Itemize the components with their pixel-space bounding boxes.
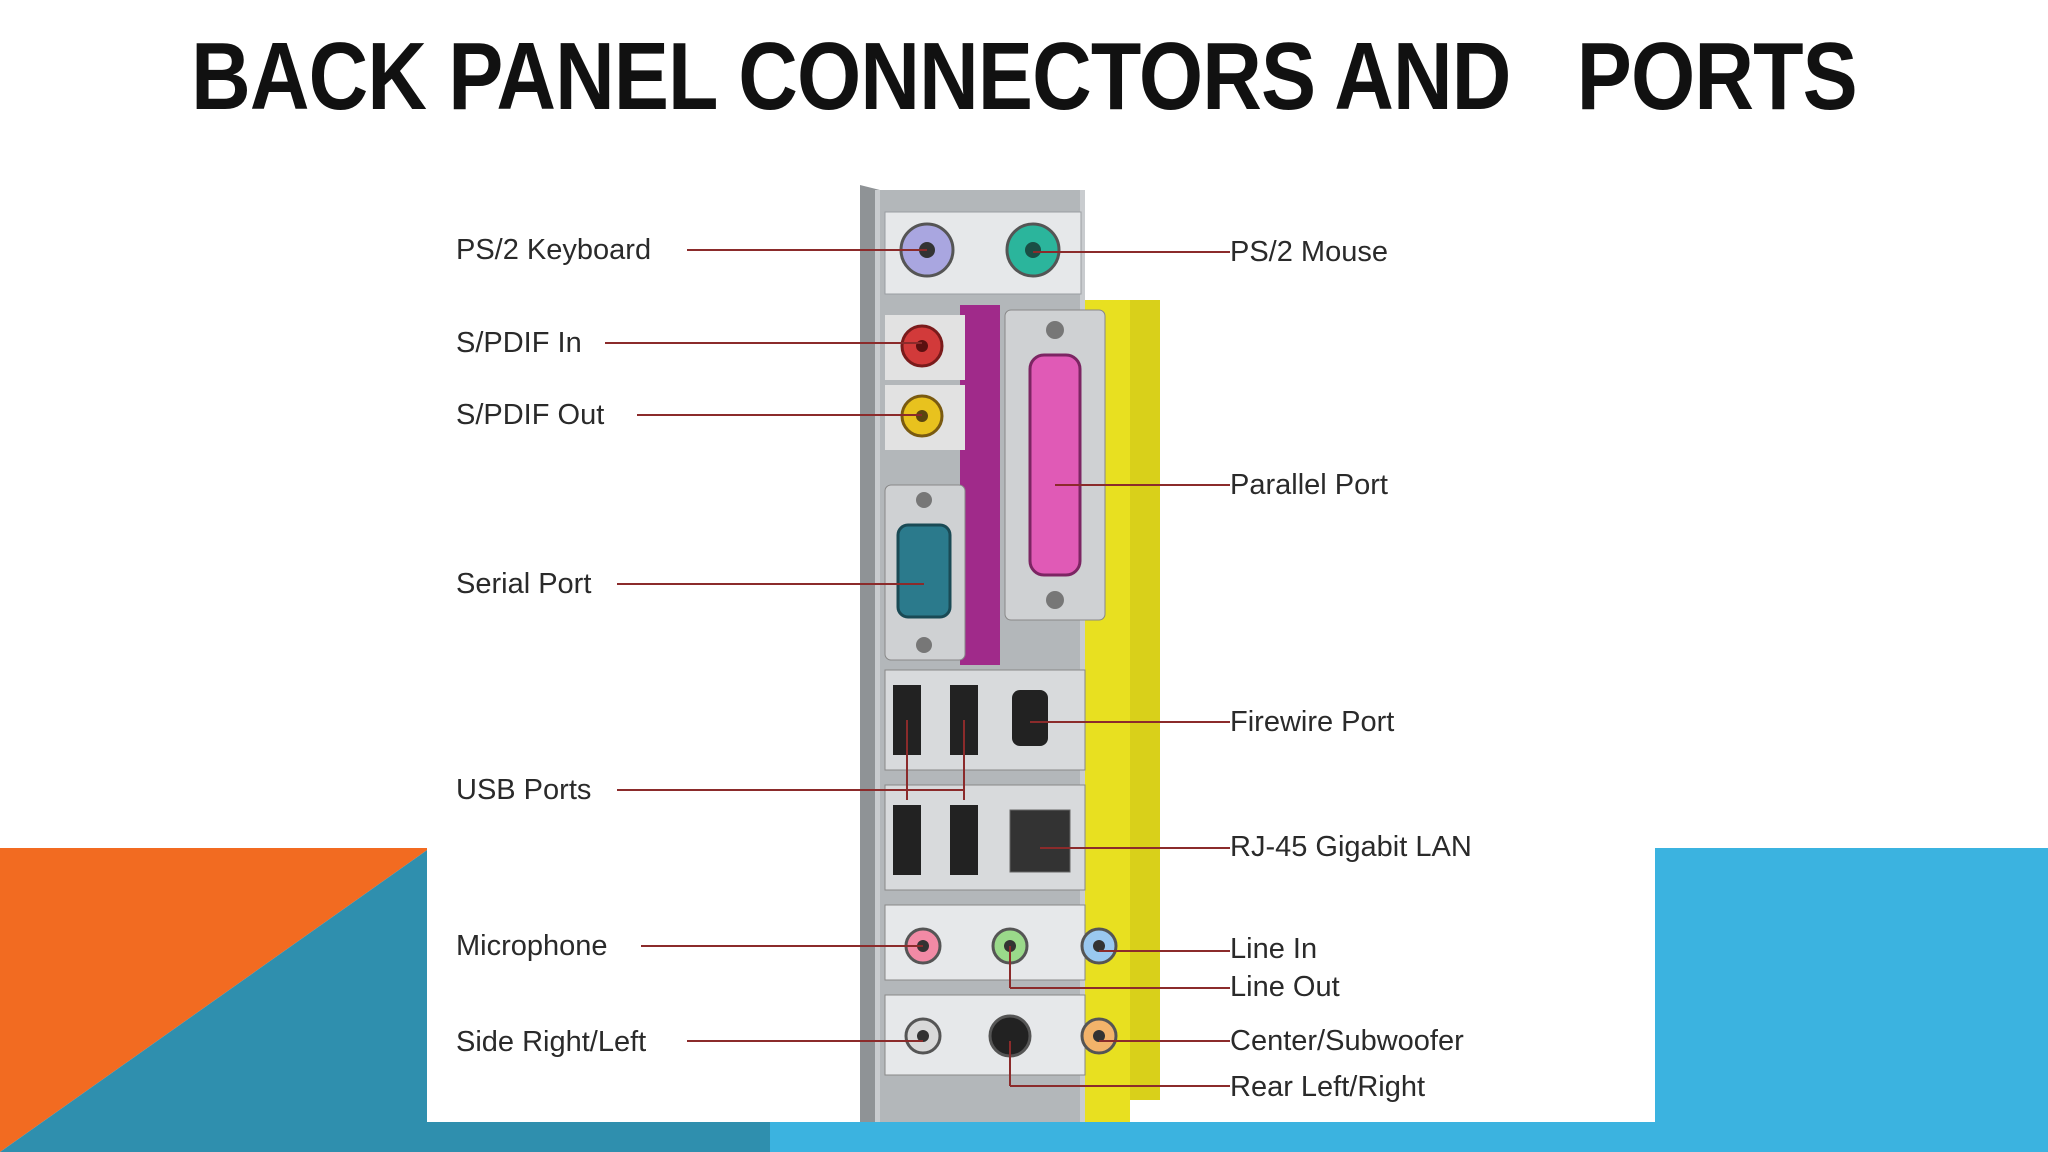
label-rj45-lan: RJ-45 Gigabit LAN xyxy=(1230,831,1472,863)
spdif-block xyxy=(885,315,965,450)
parallel-port xyxy=(1004,309,1106,621)
label-parallel-port: Parallel Port xyxy=(1230,469,1388,501)
usb-port xyxy=(950,805,978,875)
label-ps2-mouse: PS/2 Mouse xyxy=(1230,236,1388,268)
label-center-subwoofer: Center/Subwoofer xyxy=(1230,1025,1464,1057)
back-panel-figure: PS/2 Keyboard S/PDIF In S/PDIF Out Seria… xyxy=(427,150,1655,1122)
teal-band xyxy=(430,1120,770,1152)
rj45-port xyxy=(1009,809,1071,873)
firewire-port xyxy=(1012,690,1048,746)
label-spdif-out: S/PDIF Out xyxy=(456,399,605,431)
label-ps2-keyboard: PS/2 Keyboard xyxy=(456,234,652,266)
leader-lines xyxy=(605,249,1230,1087)
label-usb-ports: USB Ports xyxy=(456,774,592,806)
label-microphone: Microphone xyxy=(456,930,608,962)
label-serial-port: Serial Port xyxy=(456,568,592,600)
usb-firewire-block xyxy=(884,669,1086,891)
label-line-out: Line Out xyxy=(1230,971,1340,1003)
sky-block-right xyxy=(1655,848,2048,1152)
label-line-in: Line In xyxy=(1230,933,1318,965)
usb-port xyxy=(893,805,921,875)
back-panel-illustration xyxy=(605,185,1230,1122)
teal-triangle xyxy=(0,848,430,1152)
label-firewire-port: Firewire Port xyxy=(1230,706,1395,738)
slide-title: BACK PANEL CONNECTORS AND PORTS xyxy=(191,23,1858,130)
serial-port xyxy=(884,484,966,661)
label-rear-left-right: Rear Left/Right xyxy=(1230,1071,1426,1103)
label-side-right-left: Side Right/Left xyxy=(456,1026,647,1058)
label-spdif-in: S/PDIF In xyxy=(456,327,582,359)
